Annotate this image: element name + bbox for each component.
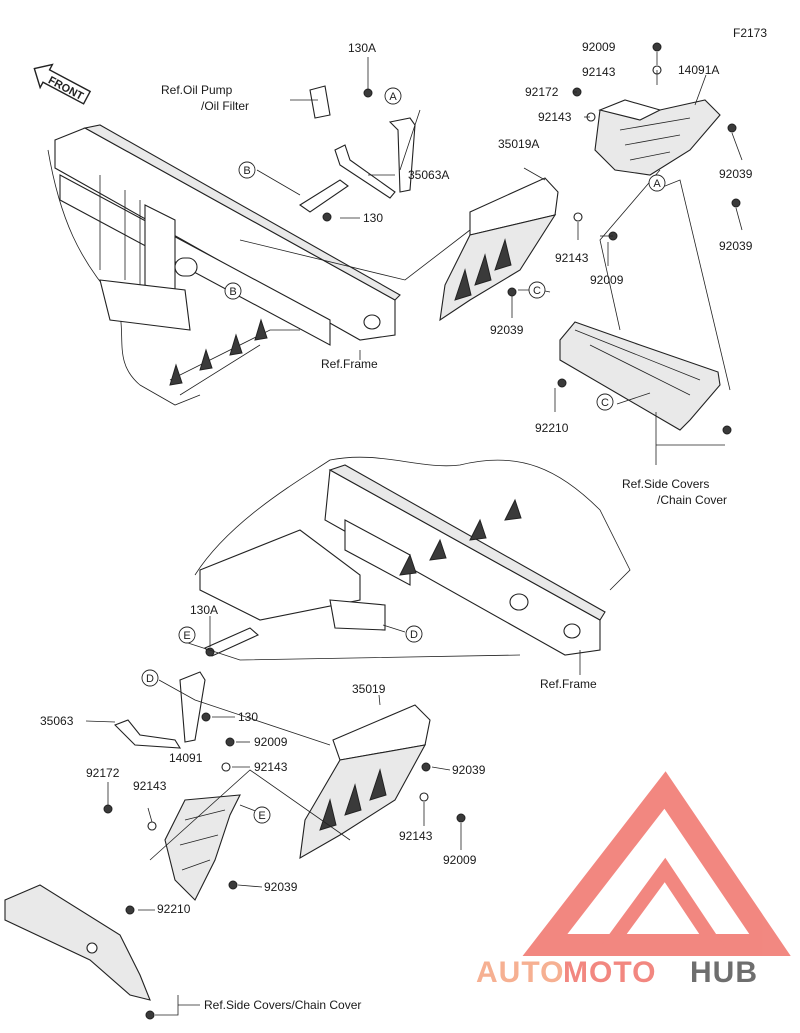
svg-text:A: A <box>389 91 397 103</box>
callout-a-1 <box>384 87 402 105</box>
part-number: 92143 <box>582 65 616 79</box>
part-number: 14091A <box>678 63 719 77</box>
part-number: 92009 <box>254 735 288 749</box>
chain-guard-bottom <box>4 884 151 1001</box>
svg-text:A: A <box>653 178 661 190</box>
heat-guard-35019a <box>439 177 559 322</box>
svg-text:D: D <box>410 629 418 641</box>
callouts-top: A A B B C C <box>224 87 666 411</box>
labels-top: 130A Ref.Oil Pump /Oil Filter 92009 9214… <box>161 40 753 507</box>
svg-text:C: C <box>601 397 609 409</box>
bracket-35063a <box>299 85 416 213</box>
svg-text:E: E <box>258 810 265 822</box>
part-number: 92009 <box>443 853 477 867</box>
part-number: 130 <box>363 211 383 225</box>
callout-c-2 <box>596 393 614 411</box>
part-number: 130 <box>238 710 258 724</box>
part-number: 92210 <box>157 902 191 916</box>
svg-text:B: B <box>229 286 236 298</box>
part-number: 92009 <box>590 273 624 287</box>
part-number: 92143 <box>254 760 288 774</box>
callout-c-1 <box>528 281 546 299</box>
svg-text:D: D <box>146 673 154 685</box>
part-number: 92039 <box>719 167 753 181</box>
chain-cover-14091a <box>594 99 721 176</box>
part-number: 92039 <box>490 323 524 337</box>
chain-guard-top <box>559 321 721 431</box>
callout-d-2 <box>141 669 159 687</box>
callout-d-1 <box>405 625 423 643</box>
part-number: 130A <box>348 41 376 55</box>
part-number: 92009 <box>582 40 616 54</box>
watermark-moto: MOTO <box>563 956 656 989</box>
part-number: 92172 <box>86 766 120 780</box>
part-number: 35019 <box>352 682 386 696</box>
watermark-hub: HUB <box>690 956 758 989</box>
ref-label: /Oil Filter <box>201 99 249 113</box>
part-number: 92143 <box>555 251 589 265</box>
callout-e-2 <box>253 806 271 824</box>
heat-guard-35019 <box>299 704 431 860</box>
part-number: 92210 <box>535 421 569 435</box>
part-number: 92039 <box>719 239 753 253</box>
part-number: 92039 <box>452 763 486 777</box>
part-number: 35063 <box>40 714 74 728</box>
ref-label: Ref.Frame <box>321 357 378 371</box>
svg-text:E: E <box>183 630 190 642</box>
svg-text:B: B <box>243 165 250 177</box>
top-frame-drawing <box>47 124 401 406</box>
callout-b-1 <box>238 161 256 179</box>
front-arrow-icon: FRONT <box>33 63 92 105</box>
figure-code: F2173 <box>733 26 767 40</box>
part-number: 92143 <box>399 829 433 843</box>
ref-label: Ref.Oil Pump <box>161 83 233 97</box>
bottom-frame-drawing <box>194 456 631 656</box>
callouts-bottom: D D E E <box>141 625 423 824</box>
part-number: 92039 <box>264 880 298 894</box>
chain-cover-14091 <box>164 794 241 901</box>
part-number: 92143 <box>538 110 572 124</box>
part-number: 35063A <box>408 168 449 182</box>
labels-bottom: 130A 35019 Ref.Frame 35063 130 92009 140… <box>40 603 597 1012</box>
part-number: 92143 <box>133 779 167 793</box>
bracket-35063 <box>114 627 260 749</box>
leader-lines-bottom <box>85 616 581 1016</box>
ref-label: Ref.Side Covers <box>622 477 709 491</box>
callout-e-1 <box>178 626 196 644</box>
callout-a-2 <box>648 174 666 192</box>
ref-label: Ref.Frame <box>540 677 597 691</box>
part-number: 14091 <box>169 751 203 765</box>
callout-b-2 <box>224 282 242 300</box>
watermark-logo: AUTO MOTO HUB <box>476 771 791 989</box>
svg-text:C: C <box>533 285 541 297</box>
watermark-auto: AUTO <box>476 956 564 989</box>
ref-label: /Chain Cover <box>657 493 727 507</box>
part-number: 35019A <box>498 137 539 151</box>
ref-label: Ref.Side Covers/Chain Cover <box>204 998 361 1012</box>
part-number: 130A <box>190 603 218 617</box>
part-number: 92172 <box>525 85 559 99</box>
